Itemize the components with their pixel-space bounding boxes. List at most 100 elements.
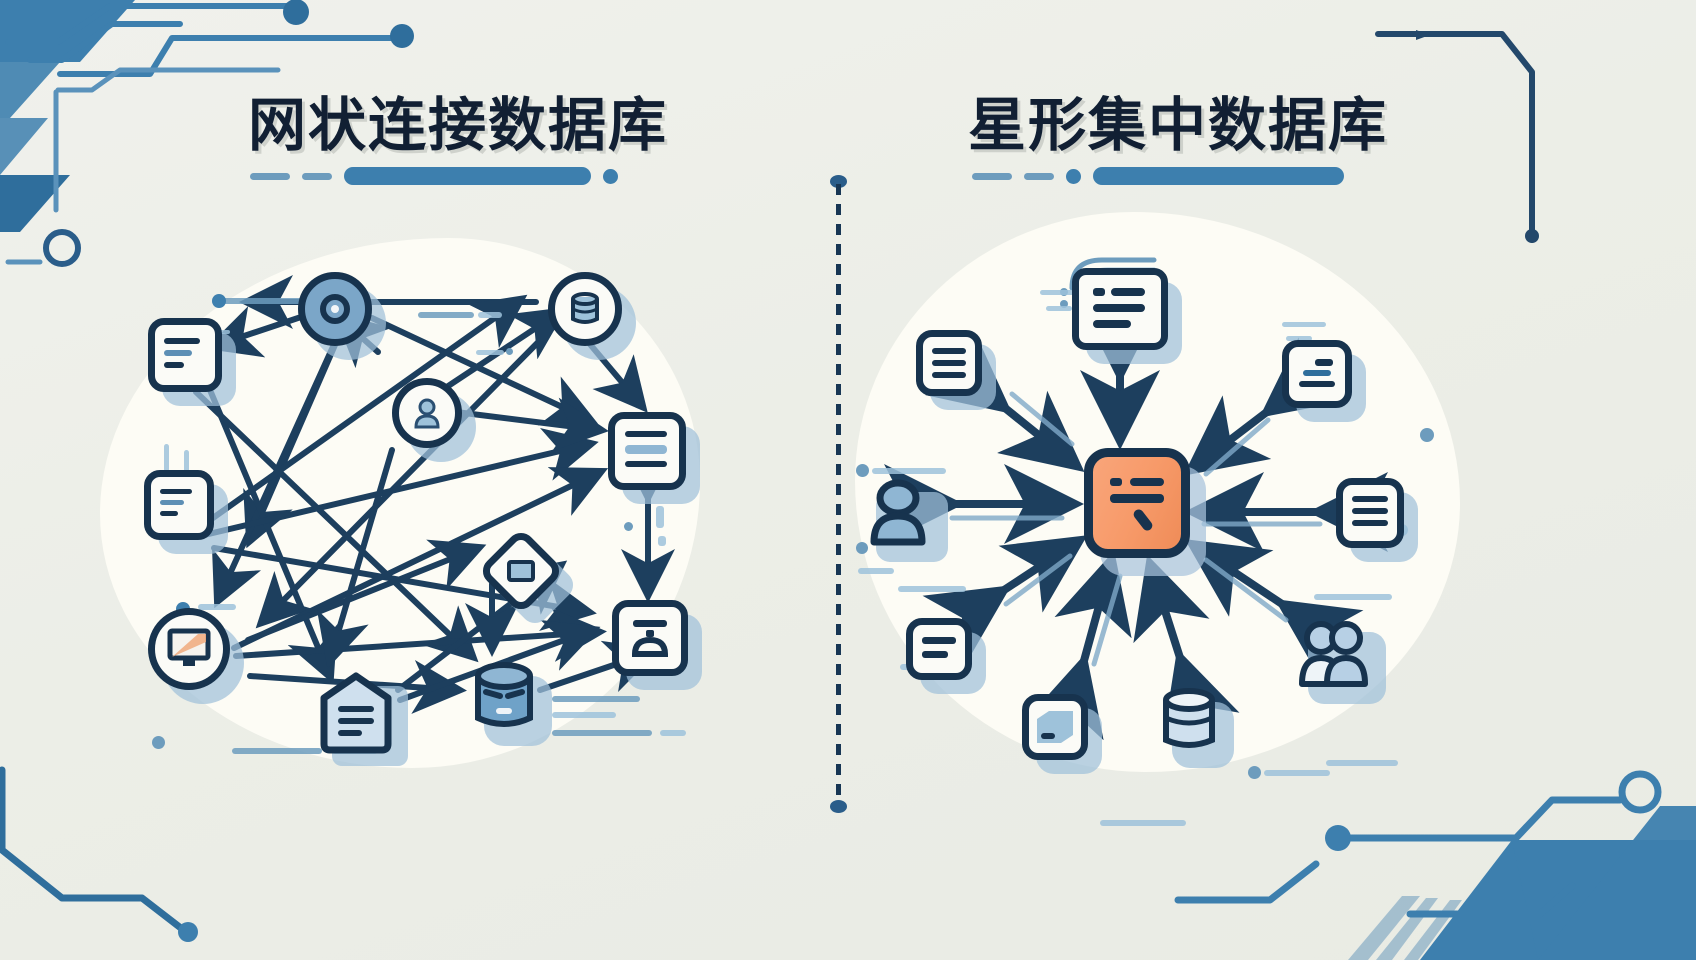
panel-divider bbox=[836, 184, 841, 800]
window-icon bbox=[1093, 288, 1145, 328]
users-icon bbox=[1299, 621, 1368, 687]
node-document-bottom-left[interactable] bbox=[906, 618, 986, 694]
monitor-icon bbox=[167, 628, 211, 666]
deco-line bbox=[552, 730, 652, 736]
node-document-left-2[interactable] bbox=[144, 470, 228, 554]
deco-dot bbox=[152, 736, 165, 749]
underline-dot bbox=[1066, 168, 1081, 184]
node-window-top[interactable] bbox=[1072, 268, 1182, 364]
node-body bbox=[1294, 618, 1372, 690]
deco-line bbox=[1314, 594, 1392, 600]
central-database-icon bbox=[1110, 478, 1164, 531]
node-body bbox=[548, 272, 622, 346]
underline-segment bbox=[302, 172, 332, 180]
underline-dot bbox=[603, 168, 618, 184]
file-icon bbox=[320, 672, 392, 754]
node-box-bottom[interactable] bbox=[1022, 694, 1102, 774]
underline-bar bbox=[1093, 167, 1344, 185]
database-icon bbox=[1163, 688, 1215, 748]
deco-line bbox=[478, 312, 502, 318]
node-body bbox=[298, 272, 372, 346]
node-body bbox=[1072, 268, 1168, 350]
node-body bbox=[148, 608, 230, 690]
database-icon bbox=[571, 292, 599, 324]
deco-line bbox=[1326, 760, 1398, 766]
hub-body bbox=[1084, 448, 1190, 558]
document-icon bbox=[922, 637, 956, 658]
deco-line bbox=[476, 350, 504, 355]
deco-dot bbox=[506, 348, 513, 355]
box-icon bbox=[1037, 711, 1073, 743]
deco-line bbox=[1040, 290, 1074, 295]
record-icon bbox=[625, 431, 667, 467]
document-icon bbox=[164, 338, 200, 368]
divider-dot-bottom bbox=[830, 800, 847, 813]
node-card-upper-right[interactable] bbox=[1282, 340, 1366, 422]
node-database-bottom[interactable] bbox=[1158, 688, 1234, 768]
node-cylinder-bottom[interactable] bbox=[470, 662, 552, 746]
deco-dot bbox=[856, 542, 868, 554]
node-document-top-left[interactable] bbox=[148, 318, 236, 406]
node-body bbox=[1022, 694, 1088, 760]
node-database-top-right[interactable] bbox=[548, 272, 636, 360]
deco-line bbox=[656, 506, 664, 528]
node-body bbox=[906, 618, 972, 680]
left-panel-title: 网状连接数据库 bbox=[248, 93, 669, 158]
node-file-bottom[interactable] bbox=[318, 672, 408, 766]
node-body bbox=[1158, 688, 1220, 754]
right-panel-title: 星形集中数据库 bbox=[968, 93, 1389, 158]
card-icon bbox=[1299, 359, 1335, 387]
deco-line bbox=[1282, 322, 1326, 327]
node-disc-top[interactable] bbox=[298, 272, 386, 360]
underline-segment bbox=[1024, 172, 1054, 180]
disc-icon bbox=[320, 294, 350, 324]
node-document-upper-left[interactable] bbox=[916, 330, 996, 410]
node-body bbox=[148, 318, 222, 392]
deco-line bbox=[1286, 336, 1312, 341]
node-body bbox=[470, 662, 538, 732]
deco-dot bbox=[856, 464, 869, 477]
node-user-middle[interactable] bbox=[392, 378, 476, 462]
deco-dot bbox=[1420, 428, 1434, 442]
node-document-right[interactable] bbox=[1336, 478, 1418, 562]
node-body bbox=[318, 672, 394, 754]
deco-line bbox=[552, 696, 640, 702]
deco-dot bbox=[624, 522, 633, 531]
node-users-right[interactable] bbox=[1294, 618, 1386, 704]
deco-line bbox=[1100, 820, 1186, 826]
deco-line bbox=[658, 536, 666, 546]
node-body bbox=[862, 478, 934, 548]
node-body bbox=[392, 378, 462, 448]
node-body bbox=[612, 600, 688, 676]
chip-icon bbox=[507, 560, 535, 582]
node-body bbox=[1336, 478, 1404, 548]
underline-segment bbox=[972, 172, 1012, 180]
deco-line bbox=[164, 444, 169, 472]
underline-bar bbox=[344, 167, 591, 185]
document-icon bbox=[1352, 496, 1388, 526]
user-icon bbox=[870, 479, 926, 546]
deco-line bbox=[232, 748, 322, 754]
deco-line bbox=[1046, 306, 1072, 311]
deco-dot bbox=[212, 294, 226, 308]
node-person-left[interactable] bbox=[862, 478, 948, 562]
deco-line bbox=[872, 468, 946, 474]
node-central-hub[interactable] bbox=[1084, 448, 1206, 576]
underline-segment bbox=[250, 172, 290, 180]
deco-line bbox=[218, 298, 328, 304]
node-server-right[interactable] bbox=[612, 600, 702, 690]
node-monitor-bottom-left[interactable] bbox=[148, 608, 244, 704]
node-body bbox=[144, 470, 214, 540]
node-record-right[interactable] bbox=[608, 412, 700, 504]
deco-line bbox=[198, 604, 236, 610]
node-chip-center[interactable] bbox=[477, 527, 579, 629]
node-body bbox=[608, 412, 686, 490]
left-title-underline bbox=[250, 167, 618, 185]
node-body bbox=[1282, 340, 1352, 408]
deco-line bbox=[552, 712, 616, 718]
deco-dot bbox=[1248, 766, 1261, 779]
deco-line bbox=[418, 312, 474, 318]
deco-line bbox=[1264, 770, 1330, 776]
